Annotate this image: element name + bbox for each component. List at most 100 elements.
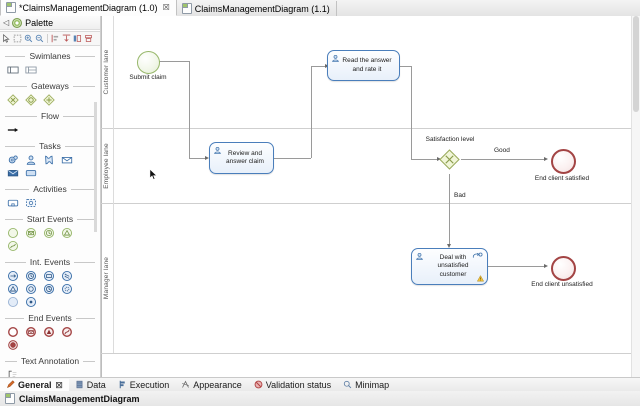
close-icon[interactable]: ☒ bbox=[162, 3, 170, 12]
edge-deal-to-end-line bbox=[488, 266, 546, 267]
node-start-submit-claim[interactable] bbox=[137, 51, 160, 74]
edge-gateway-good-arrow bbox=[544, 156, 548, 161]
edge-read-to-gateway-seg1 bbox=[400, 66, 411, 67]
palette-row-end-events bbox=[0, 326, 100, 338]
lane-header-divider bbox=[113, 16, 114, 128]
service-task-icon[interactable] bbox=[7, 154, 19, 166]
editor-tab-bar: *ClaimsManagementDiagram (1.0) ☒ ClaimsM… bbox=[0, 0, 640, 17]
node-task-deal-unsatisfied-customer[interactable]: Deal with unsatisfied customer bbox=[411, 248, 488, 285]
edge-review-to-read-seg1 bbox=[274, 158, 311, 159]
palette-groups: Swimlanes Gateways bbox=[0, 51, 100, 377]
lane-employee[interactable]: Employee lane bbox=[101, 128, 632, 204]
int-error-icon[interactable] bbox=[25, 296, 37, 308]
lane-header-divider bbox=[113, 128, 114, 203]
start-none-icon[interactable] bbox=[7, 227, 19, 239]
pool-shape-icon[interactable] bbox=[7, 64, 19, 76]
receive-task-icon[interactable] bbox=[7, 167, 19, 179]
text-annotation-icon[interactable] bbox=[7, 369, 19, 377]
pin-tool-icon[interactable] bbox=[84, 34, 93, 43]
int-message-icon[interactable] bbox=[25, 270, 37, 282]
tab-validation-status[interactable]: Validation status bbox=[248, 379, 337, 392]
node-task-review-answer-claim[interactable]: Review and answer claim bbox=[209, 142, 274, 174]
edge-label-bad: Bad bbox=[454, 192, 466, 199]
int-escalation-icon[interactable] bbox=[43, 270, 55, 282]
end-message-icon[interactable] bbox=[25, 326, 37, 338]
palette-group-title-tasks: Tasks bbox=[5, 141, 95, 151]
marquee-tool-icon[interactable] bbox=[13, 34, 22, 43]
exclusive-gateway-icon[interactable] bbox=[7, 94, 19, 106]
canvas-vertical-scrollbar-thumb[interactable] bbox=[633, 16, 639, 112]
tab-general[interactable]: General ☒ bbox=[0, 378, 69, 392]
send-task-icon[interactable] bbox=[61, 154, 73, 166]
canvas-vertical-scrollbar[interactable] bbox=[631, 16, 640, 377]
palette-row-int-events bbox=[0, 270, 100, 282]
warning-marker-icon[interactable] bbox=[476, 275, 485, 282]
manual-task-icon[interactable] bbox=[25, 167, 37, 179]
int-none-icon[interactable] bbox=[7, 296, 19, 308]
script-task-icon[interactable] bbox=[43, 154, 55, 166]
call-activity-icon[interactable] bbox=[25, 197, 37, 209]
palette-group-title-end-events: End Events bbox=[5, 313, 95, 323]
edge-gateway-good-line bbox=[461, 159, 546, 160]
user-task-icon[interactable] bbox=[25, 154, 37, 166]
start-conditional-icon[interactable] bbox=[7, 240, 19, 252]
start-message-icon[interactable] bbox=[25, 227, 37, 239]
lane-header-divider bbox=[113, 203, 114, 353]
tab-appearance[interactable]: Appearance bbox=[175, 379, 248, 392]
tab-data[interactable]: Data bbox=[69, 379, 112, 392]
end-cancel-icon[interactable] bbox=[61, 326, 73, 338]
close-icon[interactable]: ☒ bbox=[55, 380, 63, 390]
palette-title: Palette bbox=[25, 17, 54, 28]
int-multiple-icon[interactable] bbox=[61, 270, 73, 282]
start-signal-icon[interactable] bbox=[61, 227, 73, 239]
diagram-canvas[interactable]: Customer lane Employee lane Manager lane… bbox=[101, 16, 632, 377]
sub-process-icon[interactable] bbox=[7, 197, 19, 209]
palette-group-title-text-annotation: Text Annotation bbox=[5, 356, 95, 366]
zoom-in-tool-icon[interactable] bbox=[24, 34, 33, 43]
collapse-icon[interactable]: ◁ bbox=[3, 18, 10, 27]
edge-read-to-gateway-arrow bbox=[437, 156, 441, 161]
align-bottom-tool-icon[interactable] bbox=[62, 34, 71, 43]
database-icon bbox=[75, 380, 84, 391]
int-link-icon[interactable] bbox=[7, 270, 19, 282]
node-task-read-answer-rate[interactable]: Read the answer and rate it bbox=[327, 50, 400, 81]
lane-manager[interactable]: Manager lane bbox=[101, 203, 632, 354]
editor-tab-claims-1-0[interactable]: *ClaimsManagementDiagram (1.0) ☒ bbox=[0, 0, 177, 16]
pool-left-border bbox=[101, 16, 102, 377]
select-tool-icon[interactable] bbox=[2, 34, 11, 43]
gear-icon[interactable] bbox=[12, 17, 23, 28]
int-compensation-icon[interactable] bbox=[61, 283, 73, 295]
node-gateway-satisfaction-level[interactable] bbox=[439, 149, 460, 170]
int-timer-icon[interactable] bbox=[25, 283, 37, 295]
palette-scrollbar[interactable] bbox=[94, 52, 98, 342]
palette-row-tasks bbox=[0, 154, 100, 166]
int-signal-icon[interactable] bbox=[7, 283, 19, 295]
lane-customer[interactable]: Customer lane bbox=[101, 16, 632, 129]
int-conditional-icon[interactable] bbox=[43, 283, 55, 295]
lane-shape-icon[interactable] bbox=[25, 64, 37, 76]
inclusive-gateway-icon[interactable] bbox=[25, 94, 37, 106]
tab-execution[interactable]: Execution bbox=[112, 379, 176, 392]
parallel-gateway-icon[interactable] bbox=[43, 94, 55, 106]
user-task-icon bbox=[415, 252, 424, 261]
edge-gateway-bad-arrow bbox=[446, 244, 451, 248]
end-escalation-icon[interactable] bbox=[43, 326, 55, 338]
node-label-satisfaction-level: Satisfaction level bbox=[425, 136, 475, 143]
node-label-read-answer-rate: Read the answer and rate it bbox=[342, 57, 392, 73]
end-terminate-icon[interactable] bbox=[7, 339, 19, 351]
tab-minimap[interactable]: Minimap bbox=[337, 379, 395, 392]
tab-execution-label: Execution bbox=[129, 380, 170, 390]
end-none-icon[interactable] bbox=[7, 326, 19, 338]
editor-tab-claims-1-1[interactable]: ClaimsManagementDiagram (1.1) bbox=[177, 1, 337, 16]
palette-scrollbar-thumb[interactable] bbox=[94, 102, 97, 232]
node-end-client-unsatisfied[interactable] bbox=[551, 256, 576, 281]
distribute-tool-icon[interactable] bbox=[73, 34, 82, 43]
edge-read-to-gateway-seg3 bbox=[411, 159, 439, 160]
start-timer-icon[interactable] bbox=[43, 227, 55, 239]
zoom-out-tool-icon[interactable] bbox=[35, 34, 44, 43]
node-end-client-satisfied[interactable] bbox=[551, 149, 576, 174]
edge-review-to-read-seg3 bbox=[311, 66, 327, 67]
align-left-tool-icon[interactable] bbox=[51, 34, 60, 43]
sequence-flow-icon[interactable] bbox=[7, 124, 19, 136]
edge-start-to-review-seg3 bbox=[189, 158, 207, 159]
